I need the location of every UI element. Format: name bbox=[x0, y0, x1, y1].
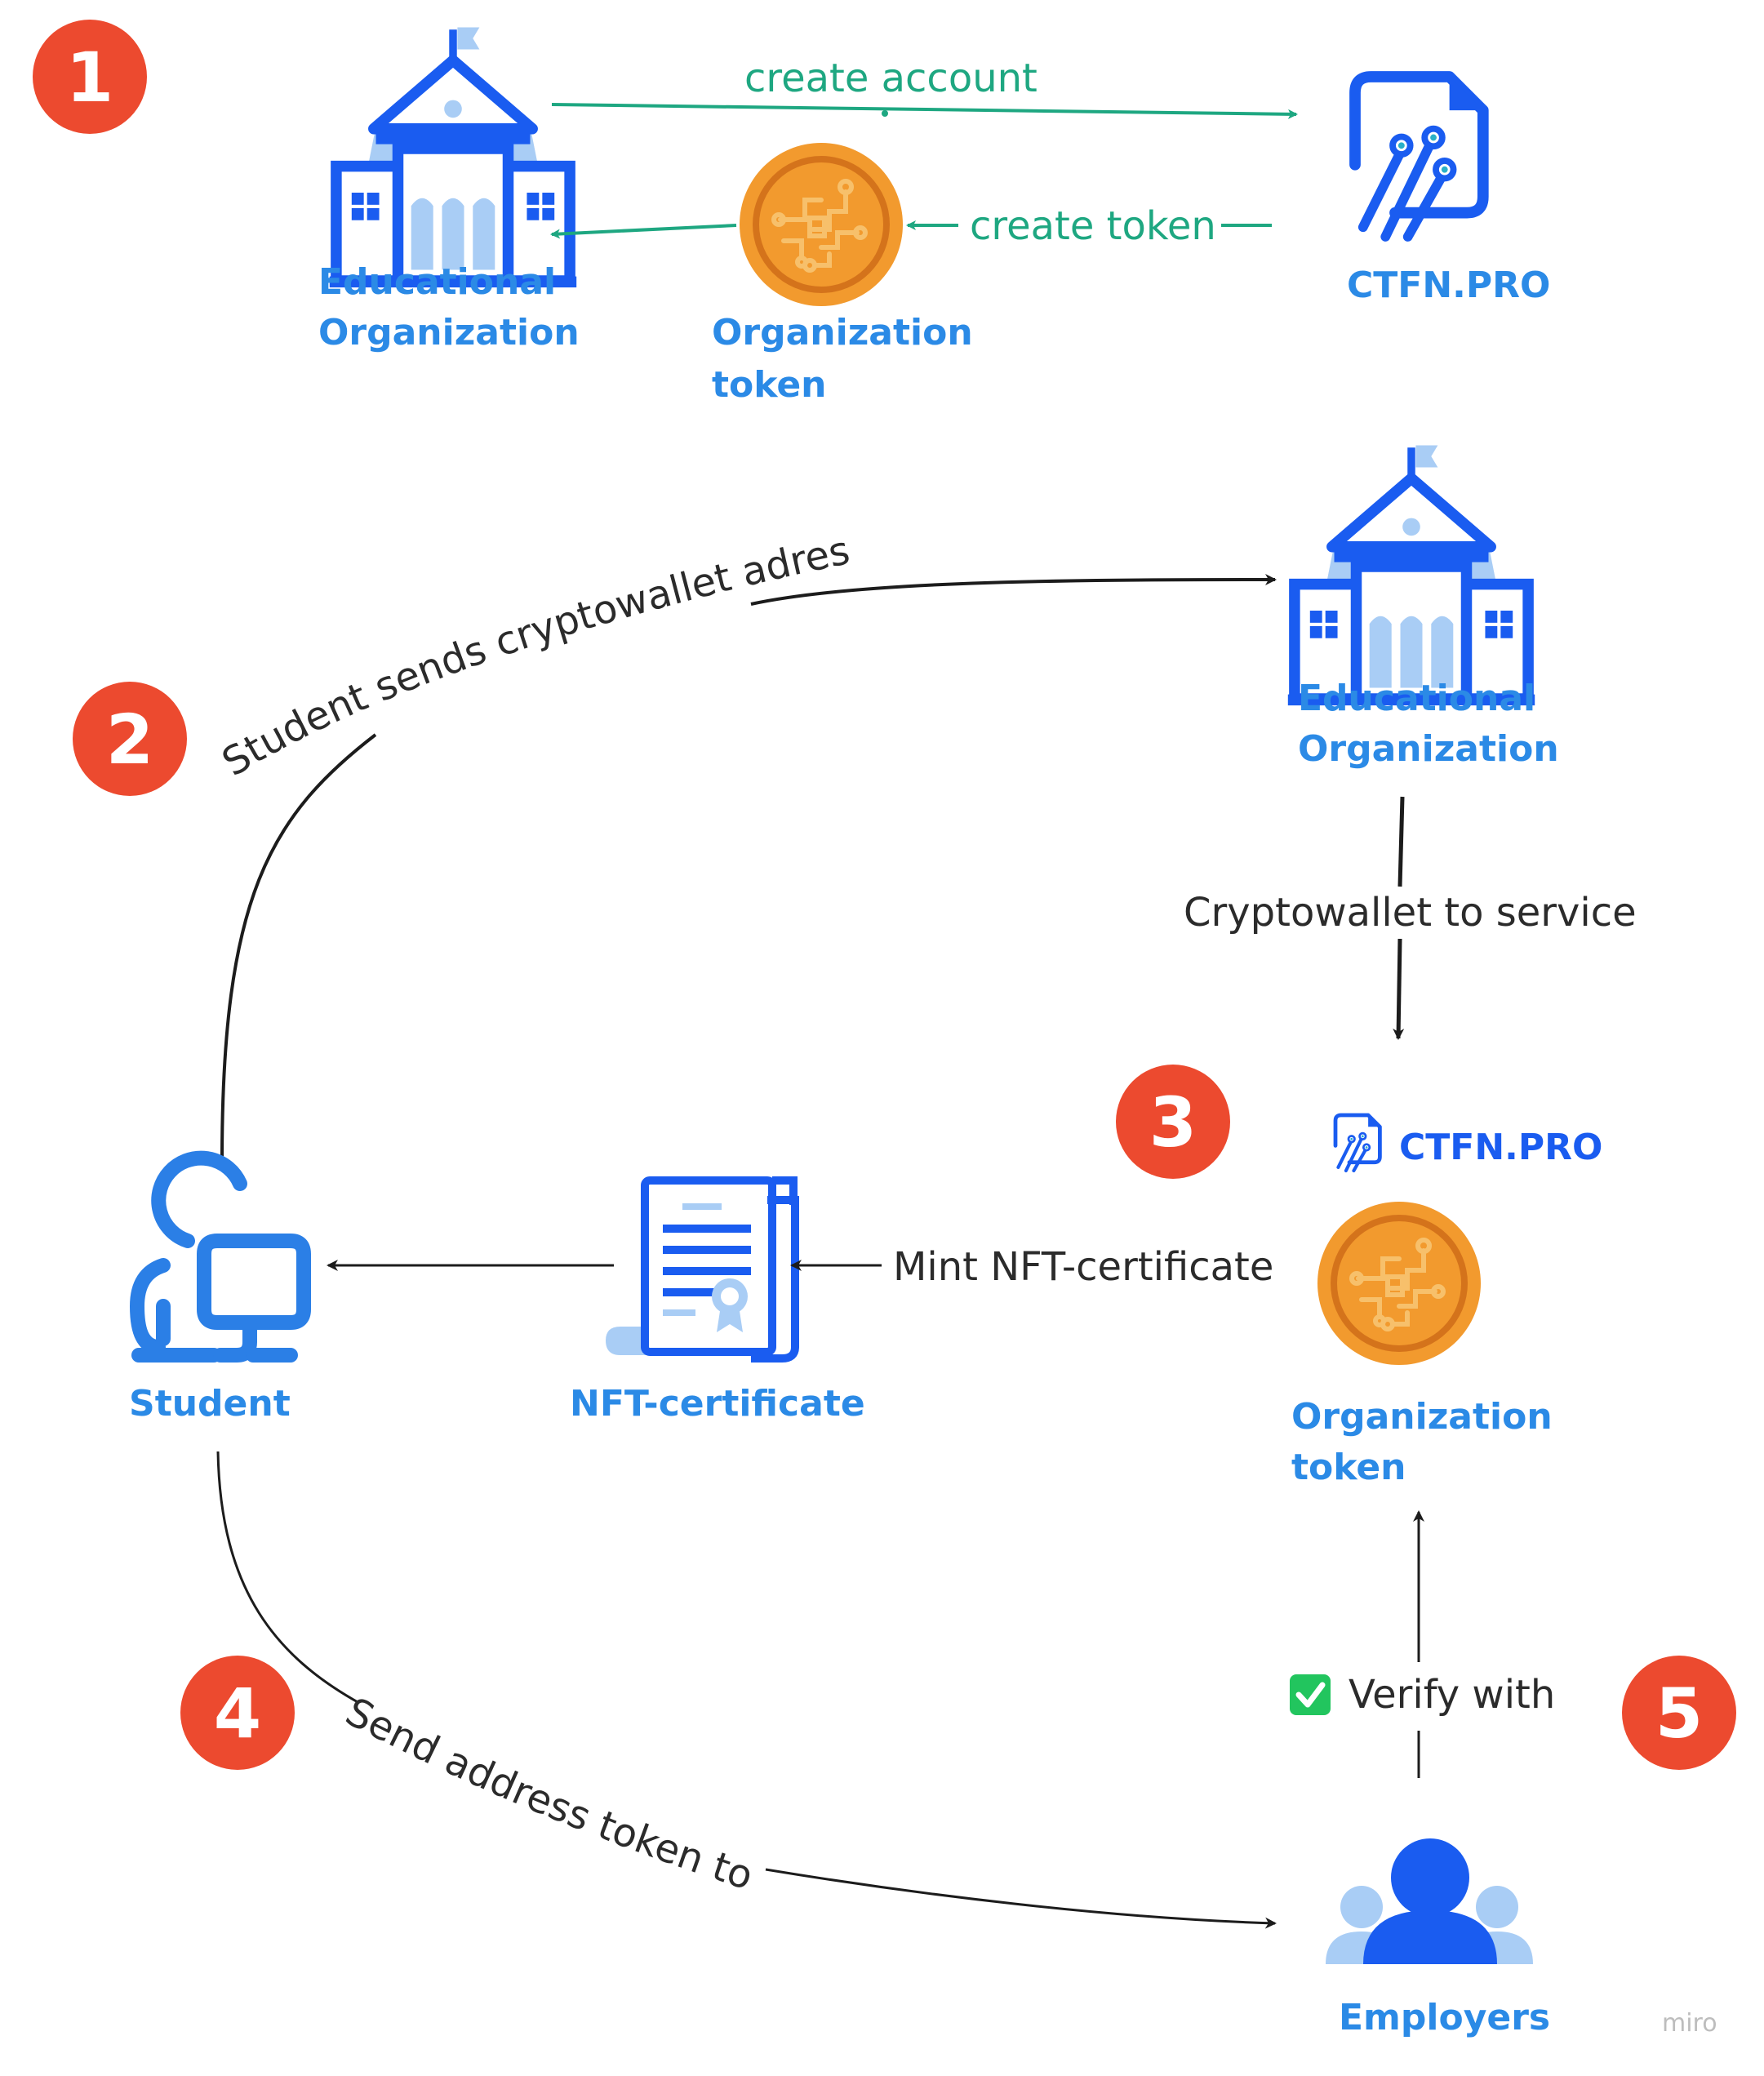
ctfn-small-label: CTFN.PRO bbox=[1399, 1127, 1602, 1168]
svg-text:5: 5 bbox=[1655, 1674, 1703, 1754]
edu-org-top-label-2: Organization bbox=[318, 312, 580, 353]
miro-watermark: miro bbox=[1662, 2009, 1717, 2038]
svg-text:2: 2 bbox=[106, 700, 153, 780]
org-token-mid-label-1: Organization bbox=[1291, 1396, 1553, 1438]
student-icon bbox=[130, 1150, 311, 1363]
step-3-badge: 3 bbox=[1116, 1065, 1230, 1179]
svg-text:3: 3 bbox=[1149, 1082, 1197, 1162]
create-account-arrow bbox=[551, 103, 1298, 119]
org-token-top-label-2: token bbox=[712, 364, 827, 406]
org-token-mid-label-2: token bbox=[1291, 1447, 1406, 1488]
step-4-badge: 4 bbox=[180, 1656, 295, 1770]
edu-org-top-icon bbox=[330, 28, 576, 288]
send-address-arrow bbox=[216, 1451, 1275, 1923]
org-token-mid-icon bbox=[1317, 1202, 1481, 1365]
nft-certificate-icon bbox=[606, 1176, 799, 1363]
step-2-badge: 2 bbox=[73, 682, 187, 796]
verify-with-label: Verify with bbox=[1349, 1672, 1555, 1718]
send-address-label: Send address token to bbox=[339, 1689, 759, 1900]
cryptowallet-to-service-arrow bbox=[1393, 938, 1405, 1040]
edu-org-mid-icon bbox=[1288, 446, 1535, 706]
svg-text:1: 1 bbox=[66, 38, 113, 118]
employers-icon bbox=[1326, 1838, 1533, 1964]
svg-text:4: 4 bbox=[214, 1674, 261, 1754]
create-token-label: create token bbox=[970, 203, 1216, 249]
student-sends-arrow bbox=[220, 580, 1275, 1162]
token-to-org-arrow bbox=[550, 224, 737, 239]
create-account-label: create account bbox=[744, 56, 1038, 101]
check-icon bbox=[1290, 1674, 1331, 1715]
org-token-top-label-1: Organization bbox=[712, 312, 973, 353]
student-label: Student bbox=[129, 1383, 291, 1425]
edu-org-top-label-1: Educational bbox=[318, 261, 556, 303]
org-token-top-icon bbox=[740, 143, 903, 306]
ctfn-top-label: CTFN.PRO bbox=[1347, 265, 1550, 306]
employers-label: Employers bbox=[1339, 1997, 1550, 2038]
edu-org-mid-label-2: Organization bbox=[1298, 728, 1559, 770]
ctfn-logo-top-icon bbox=[1355, 77, 1483, 237]
edu-org-mid-label-1: Educational bbox=[1298, 678, 1535, 719]
cryptowallet-to-service-label: Cryptowallet to service bbox=[1184, 890, 1637, 936]
mint-nft-label: Mint NFT-certificate bbox=[893, 1244, 1273, 1290]
ctfn-logo-small-icon bbox=[1335, 1115, 1380, 1171]
nft-certificate-label: NFT-certificate bbox=[570, 1383, 865, 1425]
step-5-badge: 5 bbox=[1622, 1656, 1736, 1770]
step-1-badge: 1 bbox=[33, 20, 147, 134]
